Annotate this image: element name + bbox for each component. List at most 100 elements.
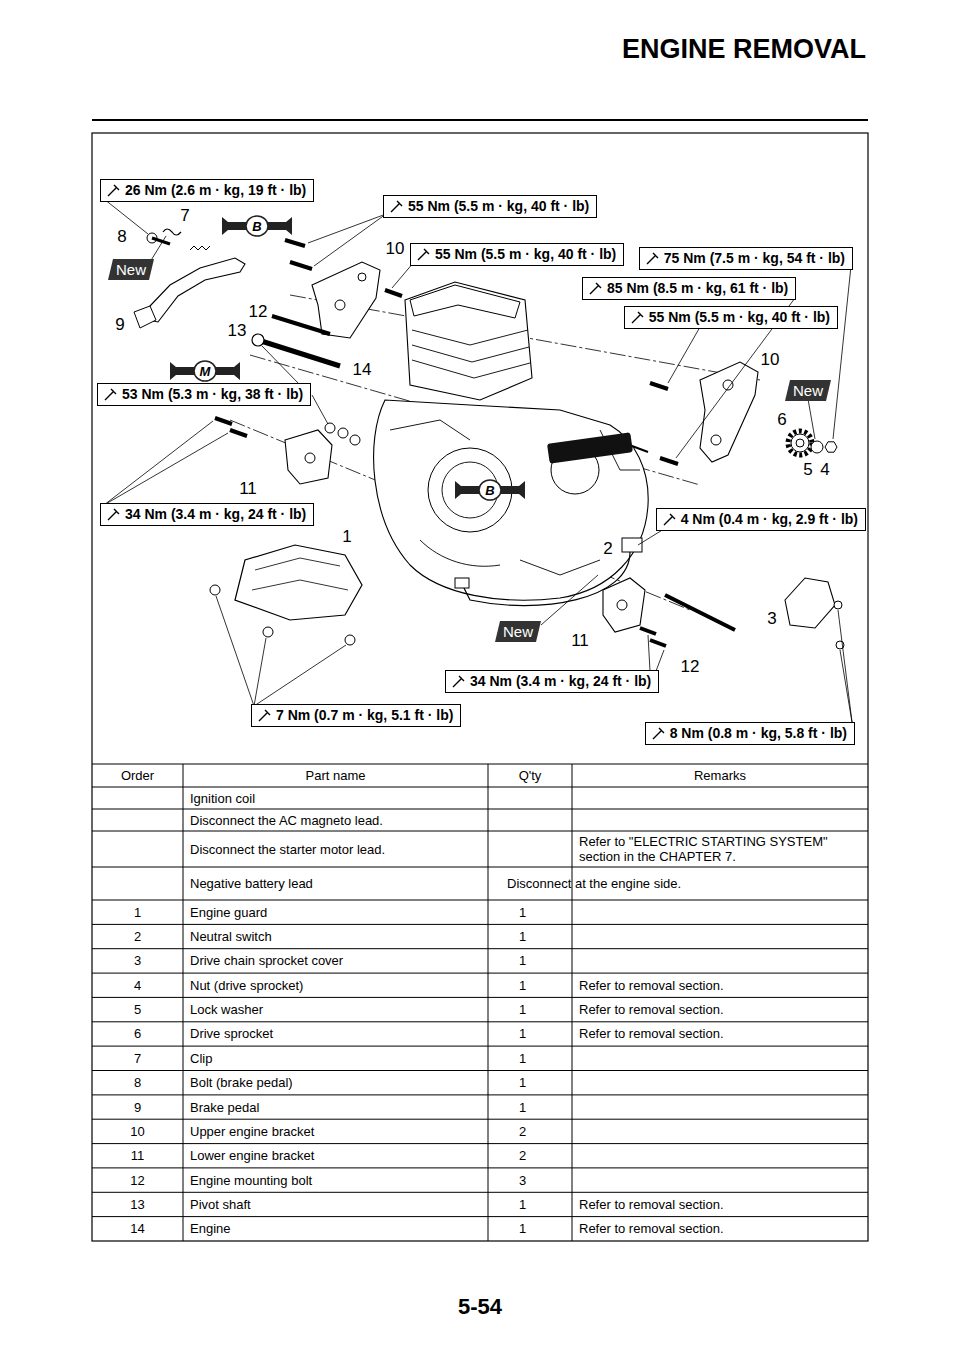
torque-icon-mark <box>108 509 119 520</box>
table-cell: 1 <box>517 1095 569 1119</box>
head-cover <box>410 285 520 318</box>
header-rule <box>92 119 868 121</box>
callout-number: 2 <box>601 540 614 558</box>
brake-pedal-pad <box>134 306 156 328</box>
torque-icon <box>645 252 659 266</box>
upper-bracket <box>312 262 380 338</box>
grease-letter: B <box>485 483 494 498</box>
callout-number: 12 <box>247 303 270 321</box>
table-cell: 7 <box>92 1046 183 1070</box>
table-cell: Drive chain sprocket cover <box>188 949 484 973</box>
callout-number: 10 <box>759 351 782 369</box>
torque-icon <box>103 388 117 402</box>
table-cell: Remarks <box>572 764 868 787</box>
guard-bolt <box>210 585 220 595</box>
torque-icon <box>630 311 644 325</box>
torque-box: 8 Nm (0.8 m · kg, 5.8 ft · lb) <box>645 722 855 745</box>
callout-number: 11 <box>237 480 259 498</box>
table-grid <box>92 764 868 1241</box>
table-cell: 14 <box>92 1217 183 1241</box>
table-cell: Engine mounting bolt <box>188 1168 484 1192</box>
badge-fill <box>495 621 541 642</box>
new-part-text: New <box>793 382 823 399</box>
table-cell: Brake pedal <box>188 1095 484 1119</box>
starter-connector <box>547 432 633 463</box>
guard-bolt <box>263 627 273 637</box>
table-cell: 13 <box>92 1192 183 1216</box>
bracket-hole <box>617 600 627 610</box>
table-cell: Ignition coil <box>188 787 484 809</box>
guard-bolt <box>345 635 355 645</box>
table-cell: 1 <box>517 900 569 924</box>
washer <box>350 435 360 445</box>
table-cell: 10 <box>92 1119 183 1143</box>
grease-letter: M <box>200 364 211 379</box>
callout-number: 3 <box>765 610 778 628</box>
new-part-text: New <box>503 623 533 640</box>
torque-icon <box>106 184 120 198</box>
pedal-bolt-shank <box>152 238 170 244</box>
table-cell: 1 <box>517 973 569 997</box>
torque-spec: 34 Nm (3.4 m · kg, 24 ft · lb) <box>470 673 651 690</box>
bracket-hole <box>358 273 366 281</box>
torque-spec: 4 Nm (0.4 m · kg, 2.9 ft · lb) <box>681 511 858 528</box>
table-cell: Q'ty <box>488 764 572 787</box>
torque-icon <box>451 675 465 689</box>
torque-icon-mark <box>453 676 464 687</box>
callout-number: 4 <box>818 461 831 479</box>
table-cell: Lock washer <box>188 997 484 1021</box>
table-cell: Upper engine bracket <box>188 1119 484 1143</box>
pivot-shaft-head <box>252 334 264 346</box>
table-cell: Drive sprocket <box>188 1022 484 1046</box>
sprocket-nut <box>825 442 837 452</box>
table-cell: Order <box>92 764 183 787</box>
table-cell: Refer to removal section. <box>577 1192 865 1216</box>
table-cell: 11 <box>92 1144 183 1168</box>
engine-detail <box>390 330 640 575</box>
torque-icon-mark <box>259 710 270 721</box>
torque-icon <box>257 709 271 723</box>
grease-letter: B <box>252 219 261 234</box>
new-part-badge: New <box>785 380 831 401</box>
badge-fill <box>108 259 154 280</box>
grease-disc <box>246 216 268 236</box>
torque-box: 55 Nm (5.5 m · kg, 40 ft · lb) <box>410 243 624 266</box>
torque-spec: 7 Nm (0.7 m · kg, 5.1 ft · lb) <box>276 707 453 724</box>
table-cell: Clip <box>188 1046 484 1070</box>
page-number: 5-54 <box>458 1294 502 1320</box>
torque-icon-mark <box>105 389 116 400</box>
table-cell: Negative battery lead <box>188 867 484 900</box>
washer <box>325 423 335 433</box>
wire-connector <box>455 578 469 588</box>
torque-icon-mark <box>647 253 658 264</box>
table-cell: Engine guard <box>188 900 484 924</box>
torque-spec: 34 Nm (3.4 m · kg, 24 ft · lb) <box>125 506 306 523</box>
table-cell: Refer to "ELECTRIC STARTING SYSTEM" sect… <box>577 831 865 867</box>
table-cell: Refer to removal section. <box>577 1022 865 1046</box>
table-cell: Refer to removal section. <box>577 997 865 1021</box>
table-cell: 1 <box>517 1217 569 1241</box>
page-title: ENGINE REMOVAL <box>622 34 866 65</box>
brake-pedal <box>138 258 245 322</box>
grease-disc <box>479 480 501 500</box>
grease-bar <box>222 217 292 235</box>
grease-disc <box>194 361 216 381</box>
table-cell: 3 <box>517 1168 569 1192</box>
callout-number: 14 <box>351 361 374 379</box>
torque-spec: 55 Nm (5.5 m · kg, 40 ft · lb) <box>649 309 830 326</box>
clip <box>163 229 181 235</box>
torque-icon <box>651 727 665 741</box>
torque-icon-mark <box>108 185 119 196</box>
pivot-shaft <box>258 340 340 366</box>
torque-icon-mark <box>653 728 664 739</box>
grease-symbol: B <box>222 215 292 237</box>
table-cell: 5 <box>92 997 183 1021</box>
table-cell: 2 <box>92 924 183 948</box>
torque-box: 53 Nm (5.3 m · kg, 38 ft · lb) <box>97 383 311 406</box>
torque-box: 75 Nm (7.5 m · kg, 54 ft · lb) <box>639 247 853 270</box>
torque-icon <box>389 200 403 214</box>
table-cell: 1 <box>517 924 569 948</box>
table-cell: 1 <box>517 1046 569 1070</box>
torque-icon-mark <box>664 514 675 525</box>
table-cell: 8 <box>92 1070 183 1094</box>
